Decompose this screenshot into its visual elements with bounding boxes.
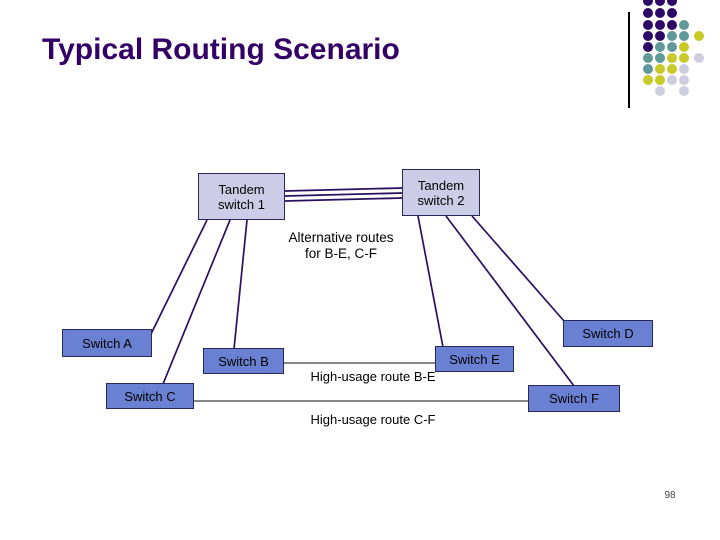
alternative-routes-line2: for B-E, C-F — [304, 246, 377, 261]
node-switch-c: Switch C — [106, 383, 194, 409]
node-switch-a-label: Switch A — [82, 335, 132, 351]
node-switch-f-label: Switch F — [549, 391, 599, 406]
node-tandem-switch-2: Tandem switch 2 — [402, 169, 480, 216]
page-number: 98 — [664, 490, 676, 501]
slide-title: Typical Routing Scenario — [42, 33, 400, 66]
edge-tandem2-switch-d — [471, 215, 565, 322]
edge-tandem1-switch-b — [233, 219, 248, 350]
edge-tandem2-switch-e — [417, 215, 444, 348]
node-switch-f: Switch F — [528, 385, 620, 412]
node-switch-b-label: Switch B — [218, 353, 269, 369]
route-label-c-f: High-usage route C-F — [310, 412, 436, 427]
node-switch-d: Switch D — [563, 320, 653, 347]
alternative-routes-line1: Alternative routes — [288, 230, 394, 245]
edge-tandem1-switch-c — [162, 219, 231, 385]
edge-tandem1-switch-a — [150, 219, 208, 335]
node-switch-a: Switch A — [62, 329, 152, 357]
node-switch-b: Switch B — [203, 348, 284, 374]
trunk-line-3 — [284, 197, 404, 202]
trunk-line-1 — [284, 187, 404, 192]
trunk-line-2 — [284, 192, 404, 197]
node-switch-e: Switch E — [435, 346, 514, 372]
node-switch-c-label: Switch C — [124, 388, 176, 404]
node-tandem-switch-1: Tandem switch 1 — [198, 173, 285, 220]
edge-tandem2-switch-f — [445, 215, 575, 387]
route-label-b-e: High-usage route B-E — [310, 369, 436, 384]
node-switch-d-label: Switch D — [582, 326, 634, 341]
decor-vertical-rule — [628, 12, 630, 108]
node-tandem-switch-2-label: Tandem switch 2 — [417, 177, 465, 208]
node-tandem-switch-1-label: Tandem switch 1 — [218, 181, 265, 212]
alternative-routes-annotation: Alternative routes for B-E, C-F — [258, 230, 424, 262]
node-switch-e-label: Switch E — [449, 351, 500, 367]
